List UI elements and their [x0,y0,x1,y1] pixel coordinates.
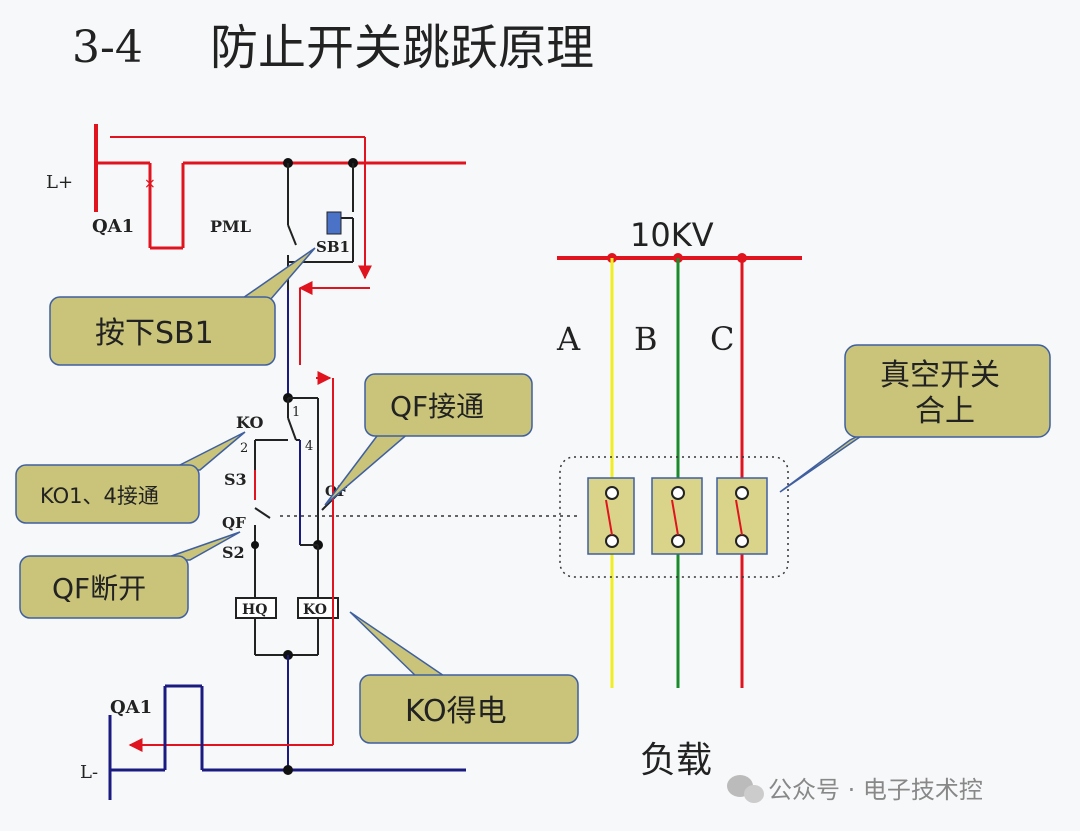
ko1-4-connected-text: KO1、4接通 [40,484,159,508]
watermark: 公众号 · 电子技术控 [727,775,983,804]
vacuum-switch-line1: 真空开关 [880,358,1000,393]
load-label: 负载 [640,740,712,781]
watermark-text: 公众号 · 电子技术控 [768,776,983,804]
ko-coil-label: KO [303,602,327,618]
hq-coil-label: HQ [242,602,267,618]
qf-connected-text: QF接通 [390,390,484,423]
terminal-4-label: 4 [305,439,313,454]
l-plus-label: L+ [46,172,73,193]
qa1-bottom-label: QA1 [110,697,152,718]
phase-c-label: C [710,320,734,358]
terminal-1-label: 1 [292,405,300,420]
qf-left-label: QF [222,514,246,532]
s3-label: S3 [224,470,247,489]
vacuum-switch-line2: 合上 [915,394,975,429]
sb1-label: SB1 [316,238,350,256]
ko-label: KO [236,413,263,432]
voltage-label: 10KV [630,216,714,254]
callout-qf-connected: QF接通 [324,373,533,506]
callout-vacuum-switch: 真空开关 合上 [779,344,1051,493]
ko-energized-text: KO得电 [405,694,507,729]
terminal-2-label: 2 [240,441,248,456]
pml-label: PML [210,217,251,236]
control-circuit: L+ QA1 × PML SB1 [46,124,580,800]
power-circuit: 10KV A B C 负载 [556,216,802,781]
callout-qf-open: QF断开 [19,531,241,619]
s2-label: S2 [222,543,245,562]
l-minus-label: L- [80,762,98,783]
callout-ko-energized: KO得电 [349,611,579,744]
wechat-icon [727,775,764,803]
phase-a-label: A [556,320,581,358]
callout-ko1-4-connected: KO1、4接通 [15,431,246,524]
page-title: 防止开关跳跃原理 [210,20,594,76]
press-sb1-text: 按下SB1 [95,316,214,351]
qa1-top-label: QA1 [92,216,134,237]
callout-press-sb1: 按下SB1 [49,247,316,366]
svg-text:×: × [144,176,156,192]
phase-b-label: B [634,320,658,358]
title-number: 3-4 [72,22,143,73]
qf-open-text: QF断开 [52,572,146,605]
